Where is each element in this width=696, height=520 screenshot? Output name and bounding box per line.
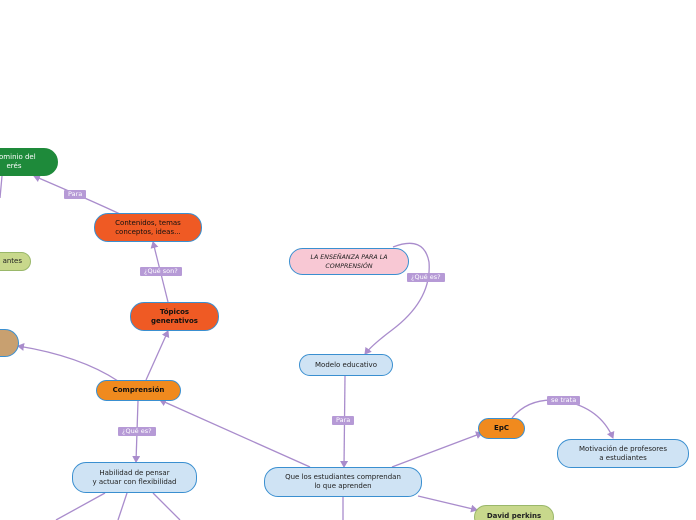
node-habilidad[interactable]: Habilidad de pensar y actuar con flexibi… — [72, 462, 197, 493]
link-habilidad-mid — [117, 492, 128, 520]
node-topicos[interactable]: Tópicos generativos — [130, 302, 219, 331]
node-que-estudiantes[interactable]: Que los estudiantes comprendan lo que ap… — [264, 467, 422, 497]
label-para-mid: Para — [332, 416, 355, 425]
node-ensenanza[interactable]: LA ENSEÑANZA PARA LA COMPRENSIÓN — [289, 248, 409, 275]
link-ensenanza-modelo — [364, 242, 430, 355]
label-que-es-comprension: ¿Qué es? — [118, 427, 156, 436]
node-comprension[interactable]: Comprensión — [96, 380, 181, 401]
node-modelo[interactable]: Modelo educativo — [299, 354, 393, 376]
node-dominio[interactable]: ...ominio del erés — [0, 148, 58, 176]
link-estudiantes-david — [417, 495, 478, 513]
link-comprension-topicos — [145, 330, 170, 381]
node-contenidos[interactable]: Contenidos, temas conceptos, ideas... — [94, 213, 202, 242]
node-motivacion[interactable]: Motivación de profesores a estudiantes — [557, 439, 689, 468]
link-estudiantes-comprension — [159, 398, 311, 468]
link-epc-motivacion — [511, 399, 615, 439]
link-habilidad-left — [55, 492, 106, 520]
label-que-son: ¿Qué son? — [140, 267, 182, 276]
node-david[interactable]: David perkins — [474, 505, 554, 520]
label-se-trata: se trata — [547, 396, 581, 405]
link-habilidad-right — [152, 492, 181, 520]
label-para-top: Para — [64, 190, 87, 199]
node-epc[interactable]: EpC — [478, 418, 525, 439]
label-que-es-ensenanza: ¿Qué es? — [407, 273, 445, 282]
link-estudiantes-epc — [391, 431, 483, 468]
node-antes[interactable]: antes — [0, 252, 31, 271]
link-comprension-tan — [17, 343, 119, 382]
link-dominio-down — [0, 175, 3, 199]
